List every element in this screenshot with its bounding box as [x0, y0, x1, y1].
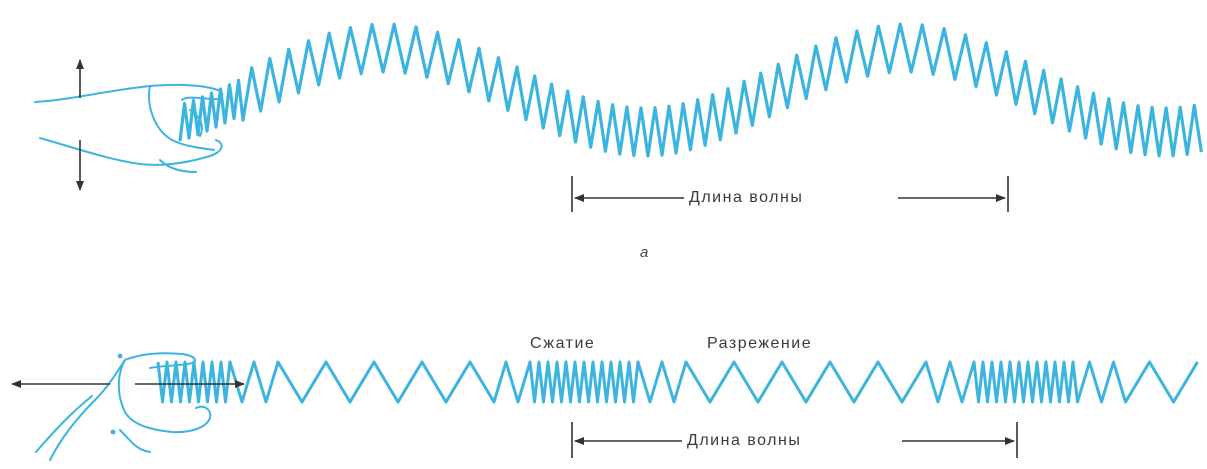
transverse-wave-spring: [180, 24, 1201, 156]
wavelength-label-b: Длина волны: [684, 432, 804, 450]
compression-label: Сжатие: [527, 335, 598, 353]
rarefaction-label: Разрежение: [704, 335, 815, 353]
longitudinal-wave-spring: [158, 362, 1198, 402]
wavelength-label-a: Длина волны: [686, 189, 806, 207]
panel-label-a: а: [640, 244, 648, 261]
hand-icon: [35, 85, 222, 172]
